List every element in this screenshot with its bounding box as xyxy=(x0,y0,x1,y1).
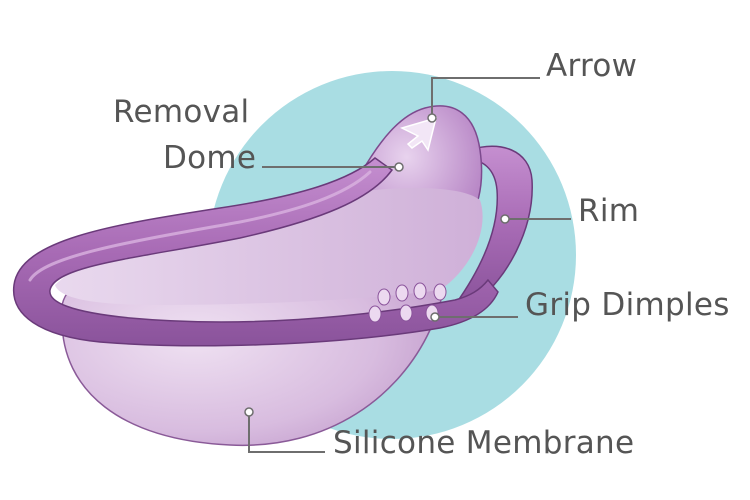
grip-dimples xyxy=(368,282,447,323)
label-arrow: Arrow xyxy=(546,48,638,84)
leader-dot-removal-dome xyxy=(394,162,404,172)
grip-dimple xyxy=(399,304,413,322)
rim-front xyxy=(12,157,499,347)
leader-line-silicone-membrane xyxy=(248,412,325,453)
label-rim: Rim xyxy=(578,193,640,229)
grip-dimple xyxy=(433,283,447,301)
label-removal-dome-line1: Removal xyxy=(113,94,250,130)
grip-dimple xyxy=(368,305,382,323)
leader-line-arrow xyxy=(431,77,540,118)
inner-surface xyxy=(55,188,483,305)
label-silicone-membrane: Silicone Membrane xyxy=(333,425,635,461)
grip-dimple xyxy=(413,282,427,300)
leader-dots xyxy=(244,113,510,417)
leader-lines xyxy=(248,77,571,453)
leader-dot-arrow xyxy=(427,113,437,123)
grip-dimple xyxy=(377,288,391,306)
removal-arrow-icon xyxy=(399,116,438,152)
leader-dot-silicone-membrane xyxy=(244,407,254,417)
grip-dimple xyxy=(395,284,409,302)
label-removal-dome-line2: Dome xyxy=(163,140,257,176)
leader-dot-rim xyxy=(500,214,510,224)
rim-highlight xyxy=(28,170,372,282)
leader-dot-grip-dimples xyxy=(430,312,440,322)
label-grip-dimples: Grip Dimples xyxy=(525,287,730,323)
